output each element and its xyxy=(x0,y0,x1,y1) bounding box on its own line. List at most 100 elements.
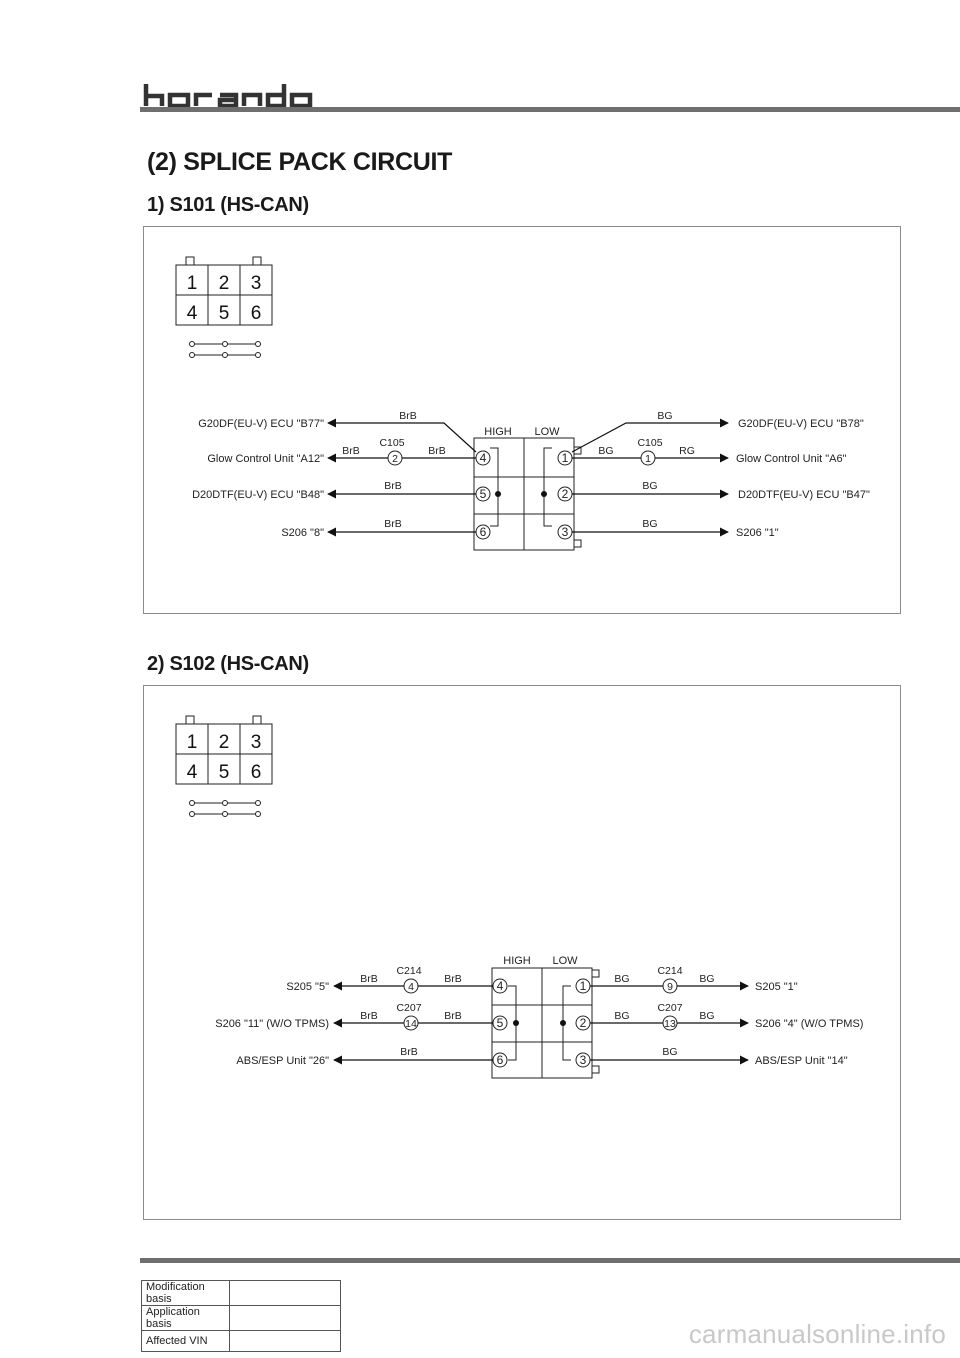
table-row: Application basis xyxy=(141,1305,341,1331)
splice-dot-high xyxy=(513,1020,519,1026)
pin-6: 6 xyxy=(480,525,487,539)
affected-vin-value xyxy=(229,1330,341,1352)
wire-color: BG xyxy=(598,445,613,457)
endpoint-label: S206 "8" xyxy=(281,527,324,539)
wire-color: BG xyxy=(657,410,672,422)
pin-5: 5 xyxy=(480,487,487,501)
endpoint-label: G20DF(EU-V) ECU "B78" xyxy=(738,418,864,430)
grid-cell-3: 3 xyxy=(251,732,262,753)
grid-cell-6: 6 xyxy=(251,303,262,324)
pin-1: 1 xyxy=(580,979,587,993)
footer-rule xyxy=(140,1258,960,1263)
endpoint-label: Glow Control Unit "A6" xyxy=(736,453,847,465)
modification-table: Modification basis Application basis Aff… xyxy=(141,1280,341,1352)
c214-code-right: C214 xyxy=(657,965,682,977)
c214-pin-4: 4 xyxy=(408,981,414,993)
application-basis-label: Application basis xyxy=(141,1305,230,1331)
pin-2: 2 xyxy=(562,487,569,501)
wire-b77 xyxy=(327,418,477,453)
wire-color: BG xyxy=(662,1046,677,1058)
endpoint-label: S206 "11" (W/O TPMS) xyxy=(215,1018,329,1030)
watermark: carmanualsonline.info xyxy=(688,1319,946,1349)
grid-cell-4: 4 xyxy=(187,762,198,783)
low-label: LOW xyxy=(552,955,578,967)
splice-symbol xyxy=(189,800,261,817)
modification-basis-label: Modification basis xyxy=(141,1280,230,1306)
grid-cell-3: 3 xyxy=(251,273,262,294)
splice-pack-s101 xyxy=(473,437,582,551)
high-label: HIGH xyxy=(503,955,531,967)
c214-code-left: C214 xyxy=(396,965,421,977)
grid-cell-1: 1 xyxy=(187,273,198,294)
endpoint-label: Glow Control Unit "A12" xyxy=(207,453,324,465)
affected-vin-label: Affected VIN xyxy=(141,1330,230,1352)
c214-pin-9: 9 xyxy=(667,981,673,993)
grid-cell-6: 6 xyxy=(251,762,262,783)
pin-4: 4 xyxy=(497,979,504,993)
header-rule xyxy=(140,107,960,112)
wire-color: BrB xyxy=(444,1010,462,1022)
table-row: Modification basis xyxy=(141,1280,341,1306)
s102-diagram-panel: 1 2 3 4 5 6 HIGH LOW 4 5 6 1 2 3 xyxy=(143,685,901,1220)
section-heading-s102: 2) S102 (HS-CAN) xyxy=(147,653,309,675)
inline-connector-bubble xyxy=(662,978,678,994)
pin-2: 2 xyxy=(580,1016,587,1030)
c105-code-left: C105 xyxy=(379,437,404,449)
pin-6: 6 xyxy=(497,1053,504,1067)
pin-3: 3 xyxy=(562,525,569,539)
wire-color: BG xyxy=(614,1010,629,1022)
inline-connector-bubble xyxy=(403,978,419,994)
wire-color: BrB xyxy=(384,518,402,530)
endpoint-label: S206 "4" (W/O TPMS) xyxy=(755,1018,863,1030)
wire-color: BG xyxy=(699,1010,714,1022)
inline-connector-bubble xyxy=(662,1015,678,1031)
section-heading-s101: 1) S101 (HS-CAN) xyxy=(147,194,309,216)
grid-cell-5: 5 xyxy=(219,303,230,324)
c105-pin-1: 1 xyxy=(645,453,651,465)
splice-dot-high xyxy=(495,491,501,497)
c207-pin-13: 13 xyxy=(664,1018,676,1030)
c105-pin-2: 2 xyxy=(392,453,398,465)
splice-dot-low xyxy=(541,491,547,497)
application-basis-value xyxy=(229,1305,341,1331)
page-title: (2) SPLICE PACK CIRCUIT xyxy=(147,148,453,176)
c207-code-left: C207 xyxy=(396,1002,421,1014)
endpoint-label: D20DTF(EU-V) ECU "B47" xyxy=(738,489,870,501)
pin-3: 3 xyxy=(580,1053,587,1067)
grid-cell-5: 5 xyxy=(219,762,230,783)
endpoint-label: ABS/ESP Unit "14" xyxy=(755,1055,848,1067)
endpoint-label: D20DTF(EU-V) ECU "B48" xyxy=(192,489,324,501)
wire-color: BrB xyxy=(384,480,402,492)
wire-color: BrB xyxy=(399,410,417,422)
s101-diagram-panel: 1 2 3 4 5 6 HIGH LOW 4 5 6 1 2 3 xyxy=(143,226,901,614)
pin-4: 4 xyxy=(480,451,487,465)
wire-color: BrB xyxy=(444,973,462,985)
endpoint-label: S206 "1" xyxy=(736,527,779,539)
grid-cell-2: 2 xyxy=(219,273,230,294)
endpoint-label: G20DF(EU-V) ECU "B77" xyxy=(198,418,324,430)
inline-connector-bubble xyxy=(387,450,403,466)
endpoint-label: ABS/ESP Unit "26" xyxy=(236,1055,329,1067)
pin-1: 1 xyxy=(562,451,569,465)
table-row: Affected VIN xyxy=(141,1330,341,1352)
modification-basis-value xyxy=(229,1280,341,1306)
wire-color: BG xyxy=(642,518,657,530)
wire-color: BG xyxy=(699,973,714,985)
wire-color: BrB xyxy=(428,445,446,457)
connector-face-view xyxy=(175,256,273,326)
wire-color: BrB xyxy=(400,1046,418,1058)
s102-diagram: 1 2 3 4 5 6 HIGH LOW 4 5 6 1 2 3 xyxy=(175,715,863,1079)
low-label: LOW xyxy=(534,426,560,438)
c207-pin-14: 14 xyxy=(405,1018,417,1030)
pin-5: 5 xyxy=(497,1016,504,1030)
wire-b78 xyxy=(571,418,729,453)
inline-connector-bubble xyxy=(403,1015,419,1031)
korando-logo xyxy=(143,84,313,109)
grid-cell-1: 1 xyxy=(187,732,198,753)
wire-color: BrB xyxy=(360,973,378,985)
wire-color: BrB xyxy=(342,445,360,457)
endpoint-label: S205 "1" xyxy=(755,981,798,993)
splice-symbol xyxy=(189,341,261,358)
c105-code-right: C105 xyxy=(637,437,662,449)
wire-color: BG xyxy=(614,973,629,985)
